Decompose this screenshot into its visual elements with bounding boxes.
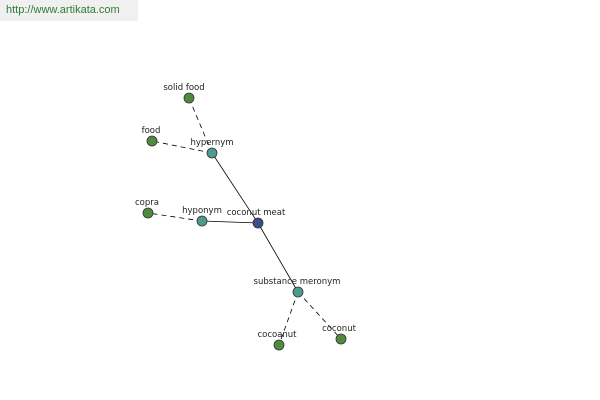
node-hyponym[interactable] — [196, 215, 208, 227]
node-label-hypernym[interactable]: hypernym — [190, 138, 233, 148]
node-cocoanut[interactable] — [273, 339, 285, 351]
edge-hypernym-to-solid-food — [188, 97, 213, 154]
node-label-substance-meronym[interactable]: substance meronym — [254, 277, 341, 287]
node-coconut-meat[interactable] — [252, 217, 264, 229]
edge-coconut-meat-to-hypernym — [211, 152, 259, 224]
node-substance-meronym[interactable] — [292, 286, 304, 298]
node-label-coconut[interactable]: coconut — [322, 324, 357, 334]
node-hypernym[interactable] — [206, 147, 218, 159]
node-label-cocoanut[interactable]: cocoanut — [257, 330, 297, 340]
node-copra[interactable] — [142, 207, 154, 219]
node-label-hyponym[interactable]: hyponym — [182, 206, 222, 216]
node-solid-food[interactable] — [183, 92, 195, 104]
node-label-coconut-meat[interactable]: coconut meat — [227, 208, 286, 218]
edges-layer — [147, 97, 342, 346]
node-food[interactable] — [146, 135, 158, 147]
edge-coconut-meat-to-substance-meronym — [257, 222, 299, 293]
node-label-copra[interactable]: copra — [135, 198, 159, 208]
edge-substance-meronym-to-coconut — [297, 291, 342, 340]
node-coconut[interactable] — [335, 333, 347, 345]
node-label-food[interactable]: food — [142, 126, 161, 136]
nodes-layer — [142, 92, 347, 351]
edge-coconut-meat-to-hyponym — [201, 220, 259, 224]
node-label-solid-food[interactable]: solid food — [163, 83, 204, 93]
edge-substance-meronym-to-cocoanut — [278, 291, 299, 346]
source-url[interactable]: http://www.artikata.com — [0, 0, 138, 21]
edge-hypernym-to-food — [151, 140, 213, 154]
labels-layer: coconut meat hypernym hyponym substance mer… — [135, 83, 357, 340]
edge-hyponym-to-copra — [147, 212, 203, 222]
